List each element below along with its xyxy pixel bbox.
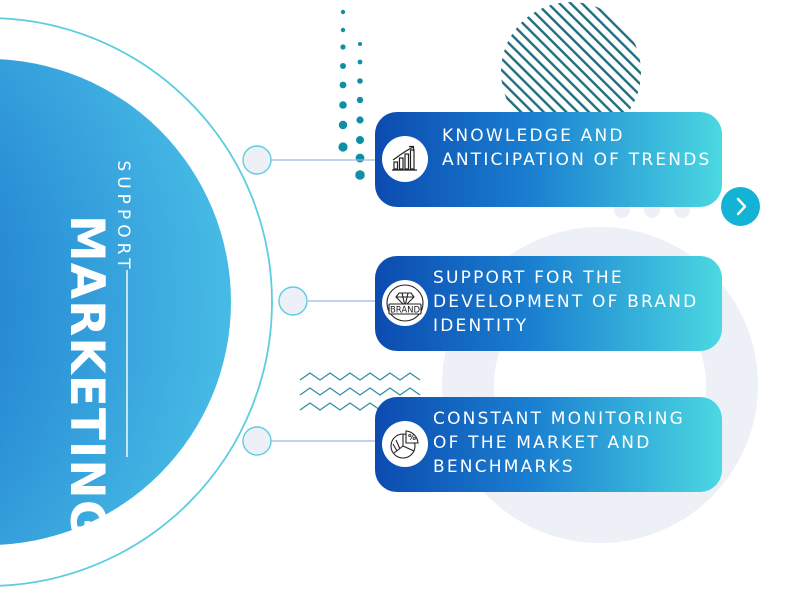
trend-chart-icon	[382, 136, 428, 182]
card-market-monitoring: % CONSTANT MONITORING OF THE MARKET AND …	[375, 397, 722, 492]
background-ring	[442, 227, 758, 543]
pie-percent-icon: %	[382, 421, 428, 467]
ring-nodes	[242, 145, 308, 456]
brand-diamond-icon: BRAND	[382, 280, 428, 326]
dotted-decoration	[338, 9, 365, 180]
marketing-title: MARKETING	[59, 215, 114, 540]
next-button[interactable]	[721, 187, 760, 226]
main-circle	[0, 59, 231, 545]
chevron-right-icon	[736, 197, 747, 216]
card-text: KNOWLEDGE AND ANTICIPATION OF TRENDS	[442, 126, 712, 170]
brand-icon-text: BRAND	[390, 306, 421, 316]
card-text: CONSTANT MONITORING OF THE MARKET AND BE…	[433, 409, 686, 477]
percent-icon-text: %	[408, 433, 416, 442]
card-knowledge-trends: KNOWLEDGE AND ANTICIPATION OF TRENDS	[375, 112, 722, 207]
card-brand-identity: BRAND SUPPORT FOR THE DEVELOPMENT OF BRA…	[375, 256, 722, 351]
card-text: SUPPORT FOR THE DEVELOPMENT OF BRAND IDE…	[433, 268, 699, 336]
outer-ring	[0, 17, 273, 587]
